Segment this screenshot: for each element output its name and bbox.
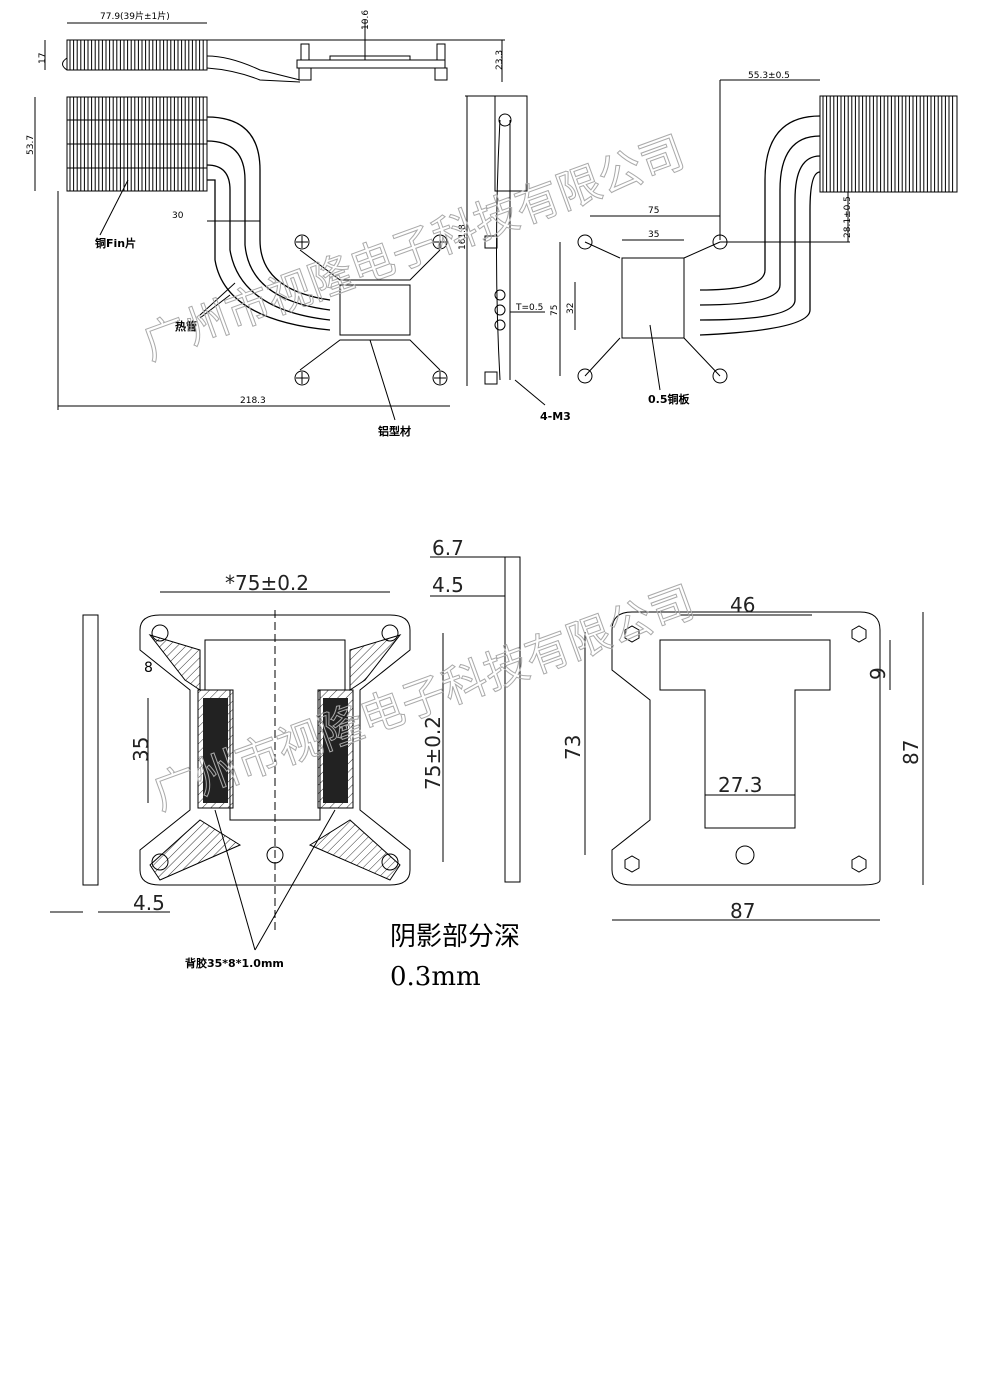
dim-hole-span-v: 75±0.2 bbox=[421, 716, 445, 790]
label-copper-fin: 铜Fin片 bbox=[94, 236, 136, 250]
dim-fin-width: 77.9(39片±1片) bbox=[100, 10, 170, 22]
dim-plate-height: 32 bbox=[566, 303, 576, 314]
dim-w27-3: 27.3 bbox=[718, 773, 763, 797]
label-aluminum-profile: 铝型材 bbox=[378, 424, 411, 438]
label-adhesive: 背胶35*8*1.0mm bbox=[185, 956, 284, 970]
dim-base-height: 10.6 bbox=[361, 10, 371, 30]
dim-h9: 9 bbox=[866, 667, 890, 680]
dim-4-5-top: 4.5 bbox=[432, 573, 464, 597]
dim-hole-span-x: 75 bbox=[648, 206, 659, 216]
dim-hole-span: *75±0.2 bbox=[225, 571, 309, 595]
screw-icon bbox=[294, 370, 310, 386]
screw-icon bbox=[432, 370, 448, 386]
dim-right-offset: 55.3±0.5 bbox=[748, 71, 790, 81]
label-depth-value: 0.3mm bbox=[390, 962, 481, 992]
dim-side-length: 161.8 bbox=[458, 224, 468, 250]
dim-6-7: 6.7 bbox=[432, 536, 464, 560]
dim-plate-width: 35 bbox=[648, 230, 659, 240]
bracket-view: *75±0.2 6.7 4.5 8 35 75±0.2 4.5 背胶35*8*1… bbox=[50, 536, 521, 992]
side-view-middle: 161.8 T=0.5 4-M3 bbox=[458, 95, 571, 423]
watermark-top: 广州市视隆电子科技有限公司 bbox=[136, 127, 691, 371]
dim-offset-30: 30 bbox=[172, 211, 184, 221]
label-screws: 4-M3 bbox=[540, 410, 571, 423]
backplate-view: 46 9 73 27.3 87 87 bbox=[561, 593, 924, 923]
dim-4-5-bottom: 4.5 bbox=[133, 891, 165, 915]
label-shaded-depth: 阴影部分深 bbox=[390, 922, 520, 952]
label-copper-plate: 0.5铜板 bbox=[648, 392, 690, 406]
dim-slot-8: 8 bbox=[144, 660, 153, 676]
right-view: 75 35 32 75 55.3±0.5 28.1±0.5 0.5铜板 bbox=[550, 71, 958, 406]
side-view-top: 77.9(39片±1片) 10.6 17 23.3 bbox=[38, 10, 505, 83]
label-heat-pipe: 热管 bbox=[175, 319, 197, 333]
screw-icon bbox=[432, 234, 448, 250]
dim-total-height: 23.3 bbox=[495, 50, 505, 70]
dim-fin-height: 17 bbox=[38, 53, 48, 64]
dim-h73: 73 bbox=[561, 735, 585, 760]
dim-w87: 87 bbox=[730, 899, 755, 923]
screw-icon bbox=[294, 234, 310, 250]
dim-overall-length: 218.3 bbox=[240, 396, 266, 406]
plan-view: 53.7 30 铜Fin片 热管 218.3 铝型材 bbox=[26, 96, 450, 438]
dim-hole-span-y: 75 bbox=[550, 305, 560, 316]
dim-right-height: 28.1±0.5 bbox=[843, 196, 853, 238]
dim-thickness: T=0.5 bbox=[515, 303, 543, 313]
dim-pad-35: 35 bbox=[129, 737, 153, 762]
dim-fin-stack: 53.7 bbox=[26, 135, 36, 155]
dim-w46: 46 bbox=[730, 593, 755, 617]
dim-h87: 87 bbox=[899, 740, 923, 765]
